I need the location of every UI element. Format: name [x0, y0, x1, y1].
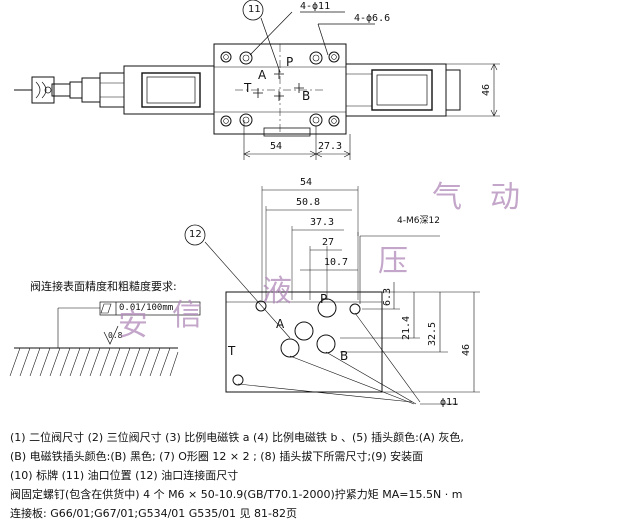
holes-large-label: 4-ϕ11	[300, 1, 331, 12]
callout-11-circle	[242, 0, 264, 21]
mount-hole-bottom-left	[232, 374, 244, 386]
mount-dim-6-3: 6.3	[382, 287, 393, 306]
callout-11-label: 11	[248, 4, 261, 15]
mount-dim-10-7: 10.7	[324, 257, 349, 268]
note-line-3: (10) 标牌 (11) 油口位置 (12) 油口连接面尺寸	[10, 469, 239, 482]
mount-surface-view	[184, 186, 480, 405]
valve-top-view	[14, 0, 500, 160]
mount-dim-46: 46	[461, 343, 472, 356]
note-line-2: (B) 电磁铁插头颜色:(B) 黑色; (7) O形圈 12 × 2 ; (8)…	[10, 450, 424, 463]
mount-hole-dia-label: ϕ11	[440, 397, 459, 408]
watermark-char-6: 动	[490, 180, 520, 215]
mount-dim-54: 54	[300, 177, 313, 188]
port-t-hole	[280, 338, 300, 358]
top-port-b-label: B	[302, 89, 311, 103]
top-port-p-label: P	[286, 55, 294, 69]
mount-dim-32-5: 32.5	[427, 321, 438, 346]
watermark-char-4: 压	[378, 244, 408, 279]
callout-12-circle	[184, 224, 206, 246]
surface-flatness: 0.01/100mm	[119, 303, 174, 313]
left-solenoid	[14, 65, 215, 115]
top-port-t-label: T	[244, 81, 252, 95]
note-line-4: 阀固定螺钉(包含在供货中) 4 个 M6 × 50-10.9(GB/T70.1-…	[10, 488, 463, 501]
mount-dim-37-3: 37.3	[310, 217, 335, 228]
mount-dim-50-8: 50.8	[296, 197, 321, 208]
mount-port-t-label: T	[228, 344, 236, 358]
top-dim-27-3: 27.3	[318, 141, 343, 152]
top-view-holes	[220, 51, 340, 127]
watermark-char-2: 信	[172, 298, 202, 333]
top-dim-height-46: 46	[481, 83, 492, 96]
mount-holes-note: 4-M6深12	[397, 216, 440, 226]
right-solenoid	[345, 63, 461, 117]
mount-dim-21-4: 21.4	[401, 315, 412, 340]
note-line-5: 连接板: G66/01;G67/01;G534/01 G535/01 见 81-…	[10, 507, 297, 520]
watermark-char-1: 安	[118, 308, 148, 343]
top-dim-54: 54	[270, 141, 283, 152]
mount-face-outline	[225, 291, 383, 393]
port-a-hole	[294, 321, 314, 341]
top-port-a-label: A	[258, 68, 267, 82]
surface-roughness: 0.8	[108, 331, 123, 340]
note-line-1: (1) 二位阀尺寸 (2) 三位阀尺寸 (3) 比例电磁铁 a (4) 比例电磁…	[10, 431, 464, 444]
watermark-char-3: 液	[262, 274, 292, 309]
mount-hole-top-right	[349, 303, 361, 315]
mount-port-p-label: P	[320, 292, 328, 306]
watermark-char-5: 气	[432, 180, 462, 215]
surface-requirement-symbol	[9, 301, 201, 377]
mount-port-b-label: B	[340, 349, 349, 363]
mount-port-a-label: A	[276, 317, 285, 331]
mount-dim-27: 27	[322, 237, 335, 248]
surface-title: 阀连接表面精度和粗糙度要求:	[30, 280, 177, 293]
mount-hole-top-left	[255, 300, 267, 312]
holes-small-label: 4-ϕ6.6	[354, 13, 391, 24]
port-b-hole	[316, 334, 336, 354]
callout-12-label: 12	[189, 229, 202, 240]
